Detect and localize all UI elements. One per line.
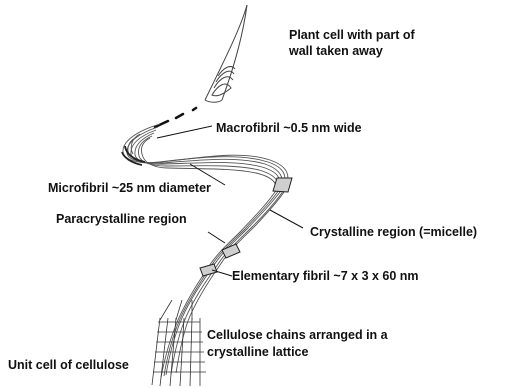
plant-cell-label-line1: Plant cell with part of (289, 27, 415, 43)
microfibril-label: Microfibril ~25 nm diameter (48, 180, 211, 196)
paracrystalline-leader (208, 232, 225, 243)
elementary-fibril-label: Elementary fibril ~7 x 3 x 60 nm (232, 268, 419, 284)
connector-dashes (155, 108, 196, 127)
macrofibril-leader (157, 126, 212, 138)
cellulose-lattice (152, 300, 206, 386)
crystalline-segments (200, 178, 292, 276)
cellulose-chains-label-line1: Cellulose chains arranged in a (207, 327, 388, 343)
paracrystalline-label: Paracrystalline region (56, 211, 187, 227)
crystalline-leader (270, 210, 303, 228)
macrofibril-label: Macrofibril ~0.5 nm wide (216, 120, 362, 136)
plant-cell-label-line2: wall taken away (289, 43, 383, 59)
unit-cell-label: Unit cell of cellulose (8, 357, 129, 373)
plant-cell-sketch (205, 5, 247, 102)
cellulose-chains-label-line2: crystalline lattice (207, 344, 308, 360)
crystalline-label: Crystalline region (=micelle) (310, 224, 477, 240)
